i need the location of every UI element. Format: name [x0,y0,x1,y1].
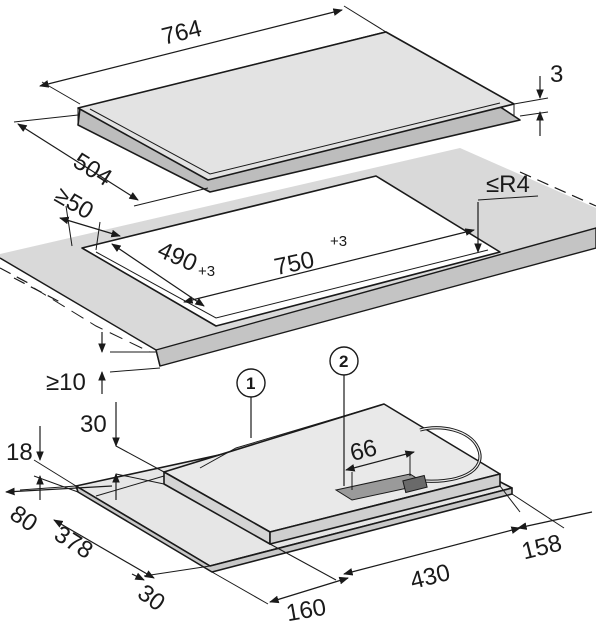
right-offset-158-label: 158 [519,530,564,566]
cutout-front-min-label: ≥50 [50,182,98,225]
cutout-depth-tolerance: +3 [198,263,215,280]
dimension-66: 66 [345,434,415,490]
callout-1-number: 1 [246,374,255,393]
cooktop-thickness-label: 3 [550,61,563,88]
countertop-min-thickness-label: ≥10 [46,369,86,396]
dimension-3: 3 [513,61,563,136]
dimension-30-left: 30 [80,402,165,500]
cooktop-drawing [77,31,521,193]
cooktop-depth-label: 504 [68,148,116,192]
depth-378-label: 378 [49,521,97,565]
plate-height-label: 18 [6,439,33,466]
housing-width-430-label: 430 [408,559,453,595]
bottom-offset-30-label: 30 [132,579,169,617]
dimension-750: 750 +3 [183,228,475,304]
housing-height-label: 30 [80,411,107,438]
dimension-18: 18 [6,426,79,500]
dimension-160: 160 [211,543,349,627]
cooktop-width-label: 764 [159,15,204,51]
cutout-width-tolerance: +3 [330,233,347,250]
connection-box-offset-label: 66 [347,434,379,467]
callout-1: 1 [236,368,266,438]
callout-2-number: 2 [339,352,348,371]
dimension-corner-radius: ≤R4 [474,171,539,253]
dimension-30-bottom: 30 [131,565,211,617]
dimension-min-thickness: ≥10 [46,332,161,396]
left-offset-80-label: 80 [5,500,42,537]
dimension-158: 158 [511,493,593,566]
cutout-radius-label: ≤R4 [486,171,530,198]
callout-2: 2 [329,346,359,486]
front-offset-160-label: 160 [284,594,328,627]
